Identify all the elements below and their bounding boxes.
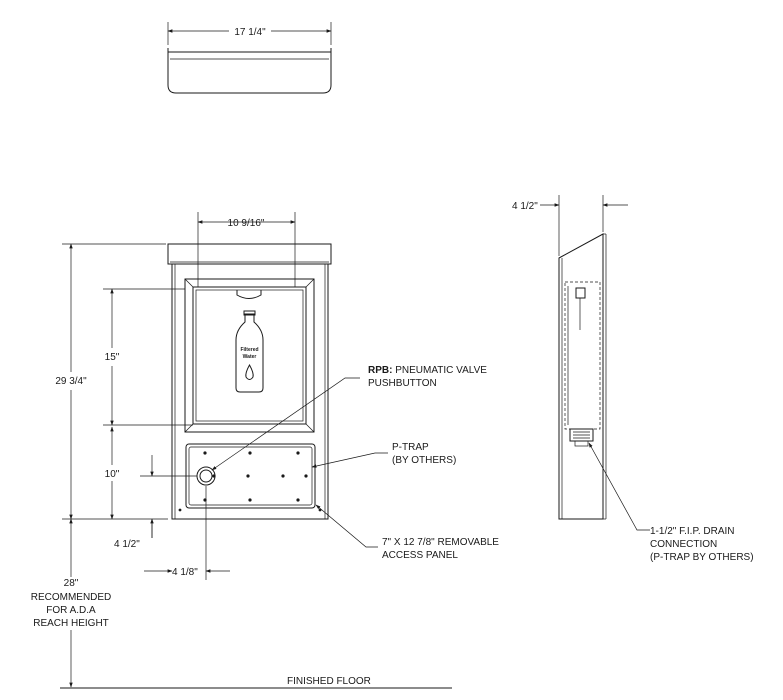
lower-height-dimension: 10" — [105, 469, 120, 480]
ada-note-line3: FOR A.D.A — [46, 605, 96, 616]
panel-callout-line2: ACCESS PANEL — [382, 550, 458, 561]
opening-width-dimension: 10 9/16" — [228, 218, 265, 229]
access-panel — [185, 443, 316, 509]
button-offset-dimension: 4 1/8" — [172, 567, 198, 578]
rpb-callout-line1: RPB: PNEUMATIC VALVE — [368, 365, 487, 376]
drain-callout-line3: (P-TRAP BY OTHERS) — [650, 552, 754, 563]
opening-height-dimension: 15" — [105, 352, 120, 363]
side-depth-dimension: 4 1/2" — [512, 201, 538, 212]
button-height-dimension: 4 1/2" — [114, 539, 140, 550]
bottle-label-line1: Filtered — [240, 347, 258, 353]
panel-callout-line1: 7" X 12 7/8" REMOVABLE — [382, 537, 499, 548]
front-view: Filtered Water — [167, 243, 332, 520]
bottle-label-line2: Water — [243, 354, 257, 360]
rpb-callout-line2: PUSHBUTTON — [368, 378, 437, 389]
finished-floor-label: FINISHED FLOOR — [287, 676, 371, 687]
side-view — [558, 233, 607, 520]
ada-note-line2: RECOMMENDED — [31, 592, 112, 603]
ada-note-line4: REACH HEIGHT — [33, 618, 109, 629]
bottle-icon: Filtered Water — [235, 310, 264, 393]
overall-height-dimension: 29 3/4" — [55, 376, 87, 387]
top-view: 17 1/4" — [167, 22, 332, 94]
ptrap-callout-line2: (BY OTHERS) — [392, 455, 456, 466]
water-drop-icon — [245, 363, 254, 380]
rpb-callout-bold: RPB: — [368, 365, 392, 376]
drain-callout-line1: 1-1/2" F.I.P. DRAIN — [650, 526, 735, 537]
ada-height-dimension: 28" — [64, 578, 79, 589]
rpb-callout-text: PNEUMATIC VALVE — [392, 365, 487, 376]
top-width-dimension: 17 1/4" — [234, 27, 266, 38]
ptrap-callout-line1: P-TRAP — [392, 442, 429, 453]
drain-callout-line2: CONNECTION — [650, 539, 717, 550]
